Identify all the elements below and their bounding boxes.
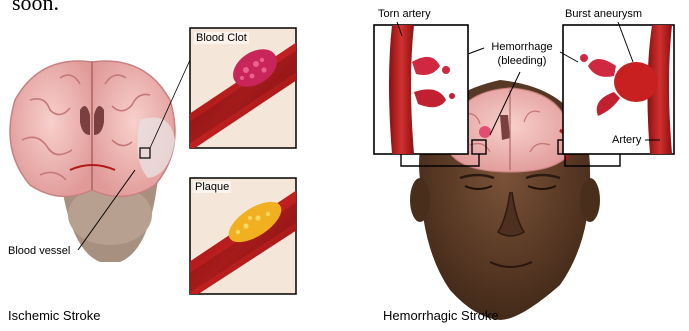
coronal-brain xyxy=(10,60,190,262)
blood-clot-label: Blood Clot xyxy=(194,32,249,44)
plaque-label: Plaque xyxy=(193,181,231,193)
burst-aneurysm-label: Burst aneurysm xyxy=(565,8,642,20)
hemorrhage-label-line1: Hemorrhage xyxy=(484,40,560,54)
hemorrhage-label-line2: (bleeding) xyxy=(484,54,560,68)
aneurysm-sac xyxy=(614,62,658,102)
torn-artery-inset xyxy=(374,25,468,154)
blood-clot-inset xyxy=(180,28,300,158)
plaque-inset xyxy=(180,178,300,306)
hemorrhage-label: Hemorrhage (bleeding) xyxy=(484,40,560,68)
torn-artery-vessel xyxy=(389,25,414,154)
left-hemisphere xyxy=(10,61,92,196)
torn-artery-label: Torn artery xyxy=(378,8,431,20)
bleed-spot-left xyxy=(479,126,491,138)
cropped-top-text: soon. xyxy=(12,0,59,16)
hemorrhagic-caption: Hemorrhagic Stroke xyxy=(383,308,499,323)
blood-vessel-label: Blood vessel xyxy=(8,245,70,257)
ischemic-caption: Ischemic Stroke xyxy=(8,308,100,323)
artery-label: Artery xyxy=(612,134,641,146)
